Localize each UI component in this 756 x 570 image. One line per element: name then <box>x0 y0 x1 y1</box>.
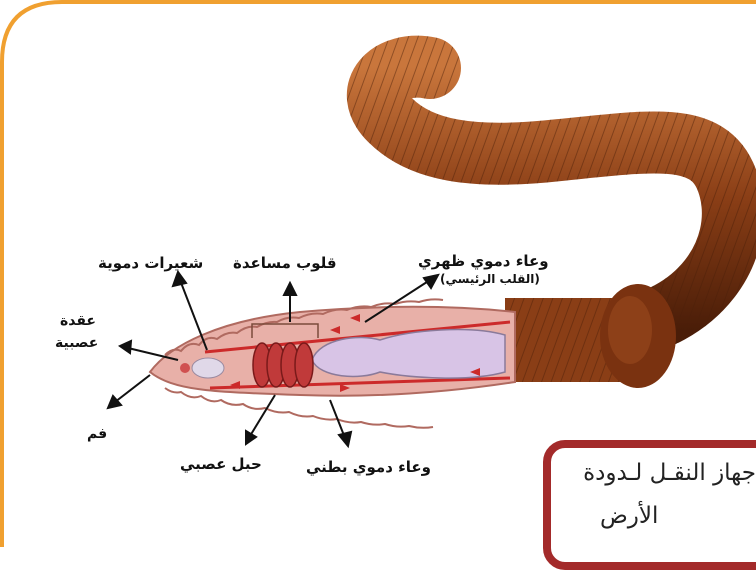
label-capillaries: شعيرات دموية <box>98 254 203 272</box>
label-auxiliary-hearts: قلوب مساعدة <box>233 254 337 272</box>
label-nerve-cord: حبل عصبي <box>180 455 262 473</box>
caption-line-1: جهاز النقـل لـدودة <box>545 460 756 486</box>
label-main-heart: (القلب الرئيسي) <box>440 272 540 286</box>
label-dorsal-vessel: وعاء دموي ظهري <box>418 252 549 270</box>
label-mouth: فم <box>87 426 107 442</box>
label-ganglion-line1: عقدة <box>60 313 96 329</box>
caption-line-2: الأرض <box>600 503 658 529</box>
label-ganglion-line2: عصبية <box>55 335 98 351</box>
clitellum-mark: ج <box>676 337 684 351</box>
label-ventral-vessel: وعاء دموي بطني <box>306 458 431 476</box>
